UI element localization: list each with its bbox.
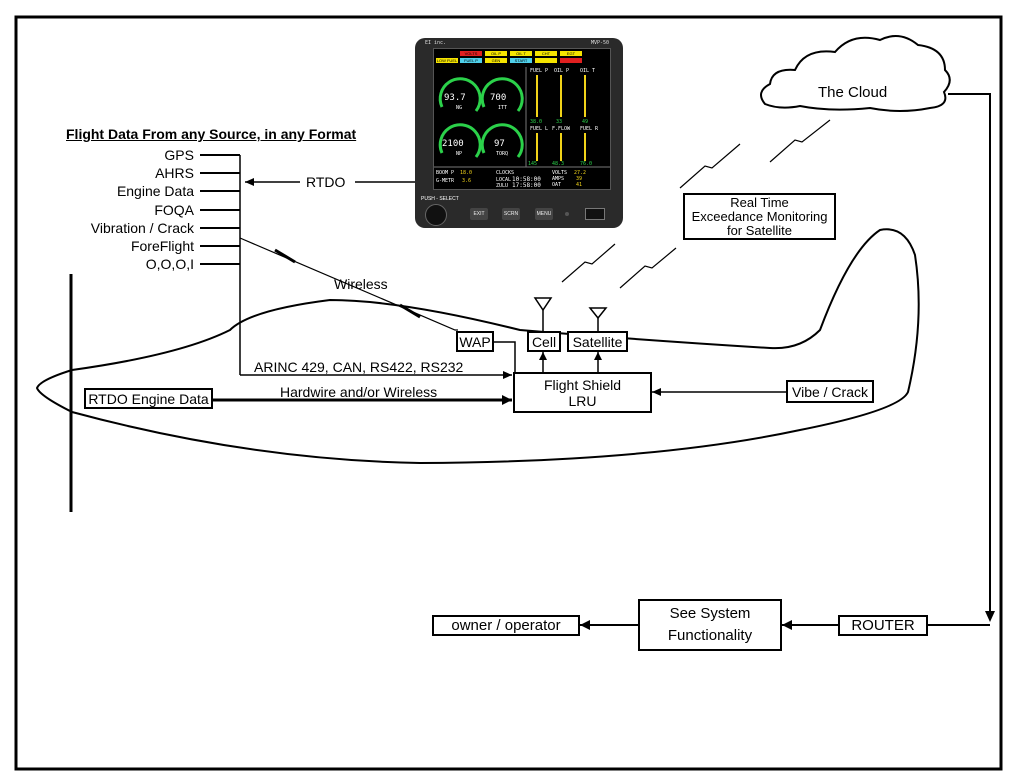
source-foreflight: ForeFlight bbox=[130, 238, 194, 254]
boom-label: BOOM P bbox=[436, 170, 455, 176]
display-brand: EI inc. bbox=[425, 40, 447, 46]
rtdo-label: RTDO bbox=[306, 174, 346, 190]
wap-box: WAP bbox=[456, 331, 494, 352]
gauge-value-itt: 700 bbox=[490, 93, 507, 103]
oat-value: 41 bbox=[576, 182, 583, 188]
gauge-value-torq: 97 bbox=[494, 139, 505, 149]
gauge-arcs bbox=[434, 67, 610, 168]
bar-value-fuel-l: 145 bbox=[528, 161, 538, 167]
source-vibration: Vibration / Crack bbox=[90, 220, 194, 236]
gmeter-value: 3.6 bbox=[462, 178, 472, 184]
annunciator-start: START bbox=[510, 58, 532, 63]
bar-label-oil-p: OIL P bbox=[554, 68, 570, 74]
amps-label: AMPS bbox=[552, 176, 565, 182]
bar-value-fuel-p: 38.0 bbox=[530, 119, 543, 125]
annunciator-oil-t: OIL T bbox=[510, 51, 532, 56]
zulu-value: 17:58:00 bbox=[512, 182, 541, 189]
local-label: LOCAL bbox=[496, 177, 512, 183]
monitor-box: Real Time Exceedance Monitoring for Sate… bbox=[683, 193, 836, 240]
gauge-unit-itt: ITT bbox=[498, 105, 508, 111]
annunciator-volts: VOLTS bbox=[460, 51, 482, 56]
indicator-light bbox=[565, 212, 569, 216]
cell-antenna bbox=[533, 297, 553, 312]
diagram-heading: Flight Data From any Source, in any Form… bbox=[66, 126, 357, 142]
lru-box: Flight Shield LRU bbox=[513, 372, 652, 413]
cloud-shape bbox=[760, 35, 951, 112]
lru-label-line1: Flight Shield bbox=[543, 376, 622, 393]
source-engine-data: Engine Data bbox=[116, 183, 194, 199]
router-box: ROUTER bbox=[838, 615, 928, 636]
aircraft-fuselage bbox=[35, 228, 920, 465]
source-gps: GPS bbox=[164, 147, 194, 163]
screen-button[interactable]: SCRN bbox=[502, 208, 520, 220]
bar-label-fuel-l: FUEL L bbox=[530, 126, 549, 132]
bar-label-fuel-r: FUEL R bbox=[580, 126, 599, 132]
gauge-unit-ng: NG bbox=[456, 105, 463, 111]
volts-label: VOLTS bbox=[552, 170, 568, 176]
annunciator-gen: GEN bbox=[485, 58, 507, 63]
gauge-unit-np: NP bbox=[456, 151, 463, 157]
source-foqa: FOQA bbox=[154, 202, 194, 218]
select-knob[interactable] bbox=[425, 204, 447, 226]
monitor-line3: for Satellite bbox=[726, 222, 793, 238]
gauge-value-np: 2100 bbox=[442, 139, 464, 149]
gauge-value-ng: 93.7 bbox=[444, 93, 466, 103]
hardwire-label: Hardwire and/or Wireless bbox=[280, 384, 438, 400]
wireless-link-line bbox=[239, 237, 458, 331]
gmeter-label: G-METR bbox=[436, 178, 455, 184]
frame-border bbox=[14, 15, 1003, 771]
annunciator-blank bbox=[535, 58, 557, 63]
boom-value: 18.0 bbox=[460, 170, 473, 176]
display-model: MVP-50 bbox=[591, 40, 610, 46]
wireless-label: Wireless bbox=[334, 276, 388, 292]
system-line2: Functionality bbox=[667, 627, 753, 644]
display-screen: VOLTS OIL P OIL T CHT EGT LOW FUEL FUEL … bbox=[433, 48, 611, 190]
zulu-label: ZULU bbox=[496, 183, 509, 189]
satellite-box: Satellite bbox=[567, 331, 628, 352]
radio-links bbox=[561, 119, 831, 289]
system-line1: See System bbox=[669, 605, 751, 622]
monitor-line1: Real Time bbox=[730, 194, 789, 210]
exit-button[interactable]: EXIT bbox=[470, 208, 488, 220]
vibe-box: Vibe / Crack bbox=[786, 380, 874, 403]
gauge-unit-torq: TORQ bbox=[496, 151, 509, 157]
bar-value-fuel-flow: 48.3 bbox=[552, 161, 565, 167]
annunciator-cht: CHT bbox=[535, 51, 557, 56]
cloud-label: The Cloud bbox=[818, 84, 888, 101]
annunciator-red bbox=[560, 58, 582, 63]
bar-value-oil-p: 33 bbox=[556, 119, 563, 125]
annunciator-fuel-p: FUEL P bbox=[460, 58, 482, 63]
engine-data-box: RTDO Engine Data bbox=[84, 388, 213, 409]
monitor-line2: Exceedance Monitoring bbox=[691, 208, 828, 224]
bar-label-oil-t: OIL T bbox=[580, 68, 596, 74]
annunciator-egt: EGT bbox=[560, 51, 582, 56]
bar-label-fuel-p: FUEL P bbox=[530, 68, 549, 74]
bar-value-oil-t: 49 bbox=[582, 119, 589, 125]
knob-label: PUSH - SELECT bbox=[421, 196, 459, 202]
cell-box: Cell bbox=[527, 331, 561, 352]
satellite-antenna bbox=[588, 307, 608, 320]
annunciator-low-fuel: LOW FUEL bbox=[436, 58, 458, 63]
bus-label: ARINC 429, CAN, RS422, RS232 bbox=[254, 359, 464, 375]
bar-value-fuel-r: 76.0 bbox=[580, 161, 593, 167]
volts-value: 27.2 bbox=[574, 170, 587, 176]
amps-value: 39 bbox=[576, 176, 583, 182]
usb-port bbox=[585, 208, 605, 220]
menu-button[interactable]: MENU bbox=[535, 208, 553, 220]
source-oooi: O,O,O,I bbox=[145, 256, 194, 272]
engine-monitor-display: EI inc. MVP-50 VOLTS OIL P OIL T CHT EGT… bbox=[415, 38, 623, 228]
bar-label-fuel-flow: F.FLOW bbox=[552, 126, 571, 132]
annunciator-oil-p: OIL P bbox=[485, 51, 507, 56]
local-value: 10:58:00 bbox=[512, 176, 541, 183]
source-ticks bbox=[200, 154, 240, 265]
clocks-label: CLOCKS bbox=[496, 170, 515, 176]
system-box: See System Functionality bbox=[638, 599, 782, 651]
lru-label-line2: LRU bbox=[568, 392, 597, 409]
oat-label: OAT bbox=[552, 182, 562, 188]
source-ahrs: AHRS bbox=[155, 165, 194, 181]
owner-box: owner / operator bbox=[432, 615, 580, 636]
